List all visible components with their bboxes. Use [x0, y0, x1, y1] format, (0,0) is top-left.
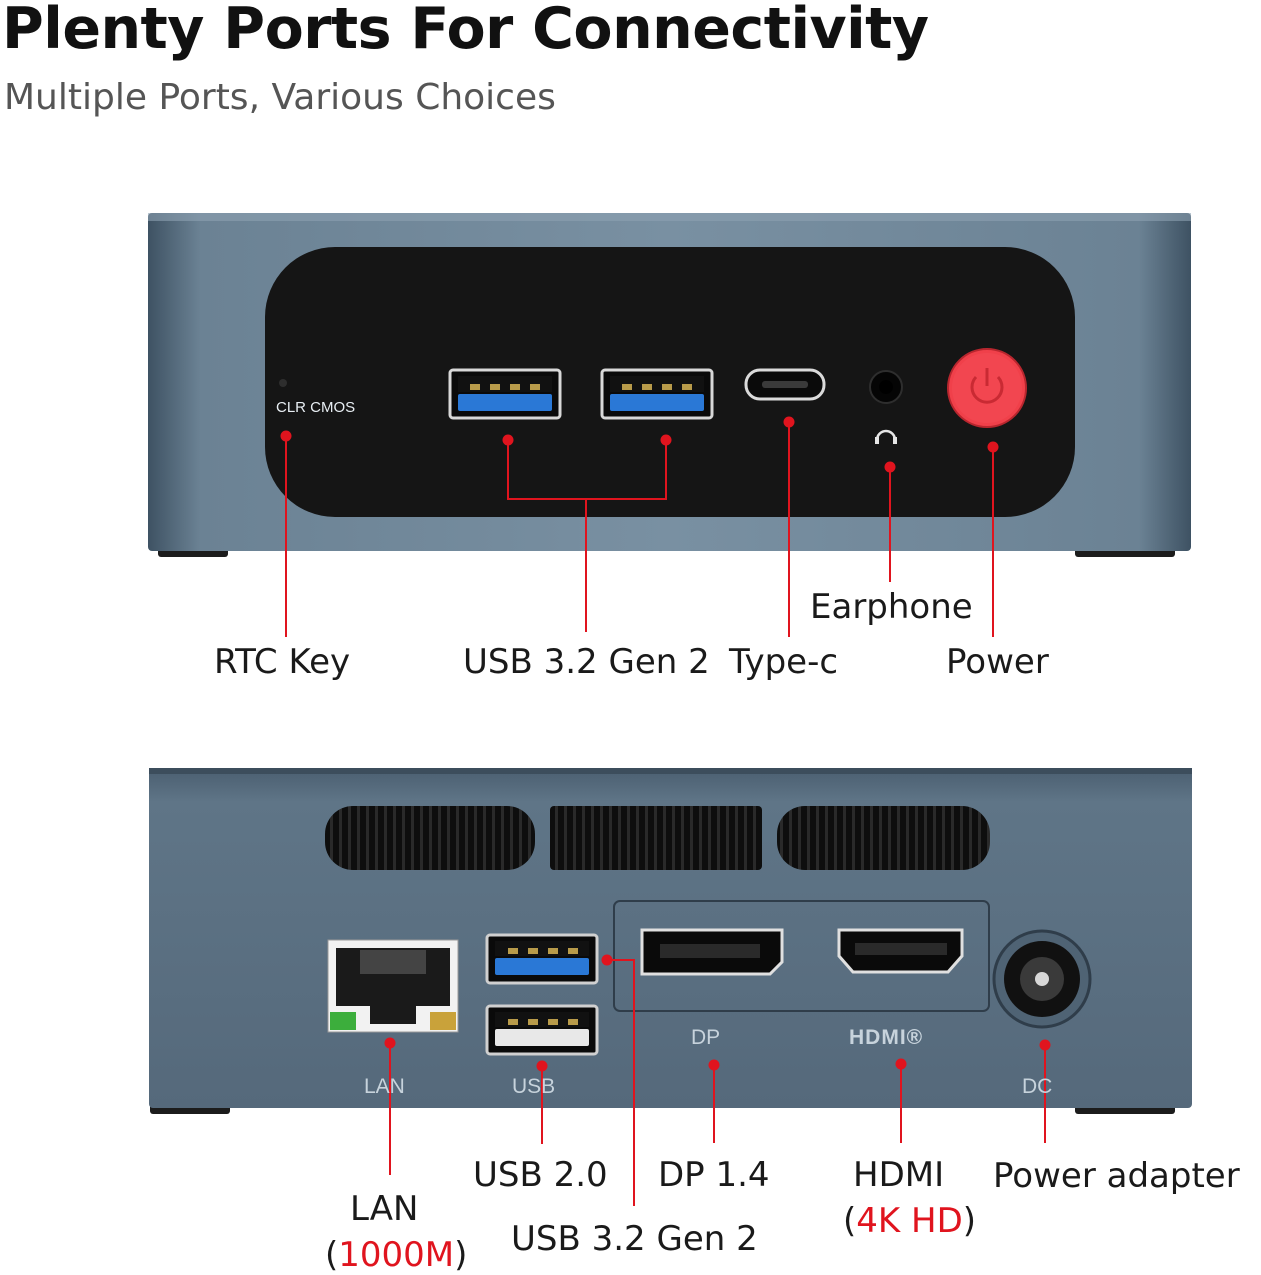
- hdmi-port: [837, 928, 964, 974]
- front-device: [148, 213, 1191, 557]
- rear-callout-dots: [384, 954, 1051, 1072]
- page-subtitle: Multiple Ports, Various Choices: [4, 77, 556, 118]
- lan-port: [327, 939, 459, 1033]
- vent-left: [325, 806, 535, 870]
- label-hdmi-resolution: (4K HD): [843, 1201, 977, 1241]
- dc-jack: [992, 929, 1092, 1029]
- dc-port-text: DC: [1022, 1075, 1053, 1098]
- page-title: Plenty Ports For Connectivity: [2, 0, 929, 62]
- label-power: Power: [946, 642, 1049, 682]
- label-type-c: Type-c: [729, 642, 839, 682]
- label-usb32-rear: USB 3.2 Gen 2: [511, 1219, 758, 1259]
- label-usb32-front: USB 3.2 Gen 2: [463, 642, 710, 682]
- label-usb20: USB 2.0: [473, 1155, 608, 1195]
- display-ports-frame: [613, 900, 990, 1012]
- rtc-key-hole: [279, 379, 287, 387]
- dp-port: [640, 928, 784, 976]
- label-rtc-key: RTC Key: [214, 642, 351, 682]
- usb32-port-rear: [485, 933, 599, 985]
- label-lan: LAN: [350, 1189, 419, 1229]
- rear-device: [149, 768, 1192, 1114]
- lan-port-text: LAN: [364, 1075, 405, 1098]
- label-dp14: DP 1.4: [658, 1155, 770, 1195]
- label-hdmi: HDMI: [853, 1155, 945, 1195]
- label-earphone: Earphone: [810, 587, 973, 627]
- usb32-port-front-2: [600, 368, 714, 420]
- earphone-jack: [869, 370, 903, 404]
- usb20-port-rear: [485, 1004, 599, 1056]
- usb-port-text: USB: [512, 1075, 556, 1098]
- label-lan-speed: (1000M): [325, 1235, 468, 1275]
- vent-right: [777, 806, 990, 870]
- power-button: [947, 348, 1027, 428]
- type-c-port: [744, 368, 826, 401]
- vent-center: [550, 806, 762, 870]
- rear-callouts: [389, 959, 1046, 1206]
- front-callouts: [285, 422, 994, 637]
- hdmi-logo-text: HDMI®: [849, 1026, 924, 1049]
- front-callout-dots: [280, 416, 999, 473]
- dp-port-text: DP: [691, 1026, 721, 1049]
- usb32-port-front-1: [448, 368, 562, 420]
- label-power-adapter: Power adapter: [993, 1156, 1240, 1196]
- headphone-icon: [875, 429, 897, 444]
- clr-cmos-text: CLR CMOS: [276, 399, 356, 416]
